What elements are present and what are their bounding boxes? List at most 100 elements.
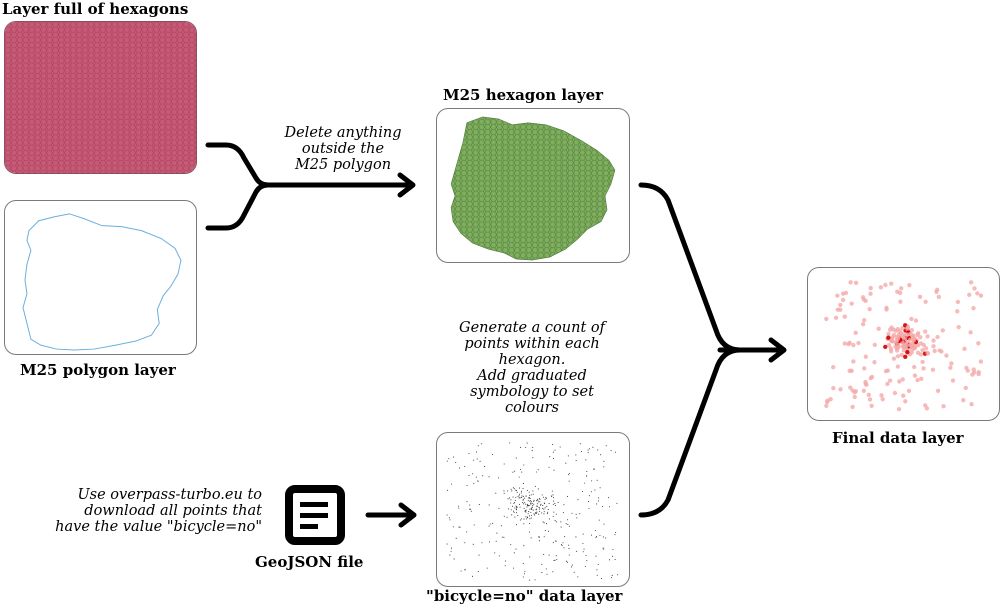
bicycle-point [554, 502, 556, 505]
bicycle-point [586, 470, 588, 473]
heat-hexagon [840, 297, 846, 303]
bicycle-point [582, 551, 584, 553]
bicycle-point [568, 548, 570, 550]
bicycle-point [489, 523, 491, 525]
heat-hexagon [909, 316, 914, 322]
bicycle-point [478, 504, 480, 506]
bicycle-point [585, 554, 587, 557]
heat-hexagon [915, 350, 921, 355]
bicycle-point [524, 510, 526, 513]
bicycle-point [556, 559, 558, 561]
bicycle-point [531, 502, 533, 505]
heat-hexagon [911, 338, 916, 343]
heat-hexagon [862, 317, 867, 323]
bicycle-point [523, 518, 525, 520]
bicycle-point [552, 497, 554, 499]
bicycle-point [544, 498, 546, 500]
bicycle-point [515, 524, 518, 526]
bicycle-point [503, 515, 505, 517]
hex-full-panel [4, 21, 197, 174]
bicycle-point [520, 490, 522, 492]
heat-hexagon [863, 354, 868, 359]
bicycle-point [488, 541, 491, 543]
bicycle-point [530, 502, 532, 504]
bicycle-point [530, 537, 532, 539]
heat-hexagon [976, 371, 981, 377]
heat-hexagon [885, 381, 890, 387]
arrow-to-bicycle-head [398, 502, 417, 528]
heat-hexagon [878, 285, 884, 290]
heat-hexagon [868, 285, 873, 291]
bicycle-point [477, 445, 479, 447]
bicycle-point [566, 495, 568, 498]
bicycle-point [561, 544, 563, 546]
bicycle-point [516, 506, 518, 508]
bicycle-point [542, 504, 544, 506]
heat-hexagon [968, 280, 974, 285]
bicycle-point [547, 530, 549, 532]
bicycle-point [554, 505, 556, 507]
bicycle-point [536, 511, 538, 513]
bicycle-point [514, 507, 516, 509]
bicycle-point [573, 571, 575, 573]
bicycle-point [516, 491, 518, 493]
bicycle-point [554, 559, 556, 561]
bicycle-point [535, 512, 537, 514]
heat-hexagon [831, 386, 836, 391]
bicycle-point [529, 494, 531, 496]
bicycle-point [586, 560, 588, 562]
bicycle-point [532, 446, 534, 448]
heat-hexagon [909, 350, 914, 355]
heat-hexagon [955, 309, 960, 314]
bicycle-point [520, 468, 522, 470]
bicycle-point [518, 476, 520, 478]
bicycle-point [567, 523, 569, 525]
heat-hexagon [962, 346, 967, 352]
bicycle-point [466, 531, 468, 533]
bicycle-point [531, 450, 533, 452]
bicycle-point [568, 480, 570, 482]
heat-hexagon [895, 354, 901, 359]
bicycle-point [567, 544, 570, 546]
heat-hexagon [932, 348, 937, 354]
bicycle-point [551, 495, 553, 497]
bicycle-point [590, 491, 592, 493]
bicycle-point [501, 536, 503, 538]
bicycle-point [581, 490, 583, 493]
bicycle-point [534, 512, 537, 514]
bicycle-point [553, 469, 555, 471]
heat-hexagon [978, 293, 984, 298]
bicycle-point [528, 511, 530, 513]
heat-hexagon [831, 365, 836, 370]
heat-hexagon [941, 404, 946, 409]
heat-hexagon [892, 390, 898, 396]
bicycle-point [545, 496, 547, 498]
bicycle-point [503, 492, 505, 494]
bicycle-point [596, 536, 598, 538]
bicycle-point [587, 449, 589, 451]
bicycle-point [534, 514, 536, 516]
bicycle-point [509, 442, 511, 444]
bicycle-point [552, 451, 555, 453]
bicycle-point [530, 494, 532, 496]
bicycle-point [529, 497, 531, 499]
heat-hexagon [896, 332, 902, 337]
heat-hexagon [895, 336, 901, 341]
bicycle-point [585, 475, 588, 477]
bicycle-point [602, 547, 604, 549]
heat-hexagon [969, 402, 974, 407]
bicycle-point [608, 506, 611, 508]
bicycle-point [567, 561, 569, 563]
heat-hexagon [852, 394, 857, 400]
hex-full-title: Layer full of hexagons [2, 0, 189, 18]
heat-hexagon [963, 385, 968, 391]
bicycle-point [486, 567, 488, 569]
heat-hexagon [911, 364, 917, 370]
bicycle-point [533, 513, 535, 515]
bicycle-point [575, 454, 577, 456]
bicycle-point [510, 544, 512, 546]
bicycle-point [555, 540, 557, 542]
bicycle-point [596, 574, 598, 576]
bicycle-point [464, 466, 466, 468]
